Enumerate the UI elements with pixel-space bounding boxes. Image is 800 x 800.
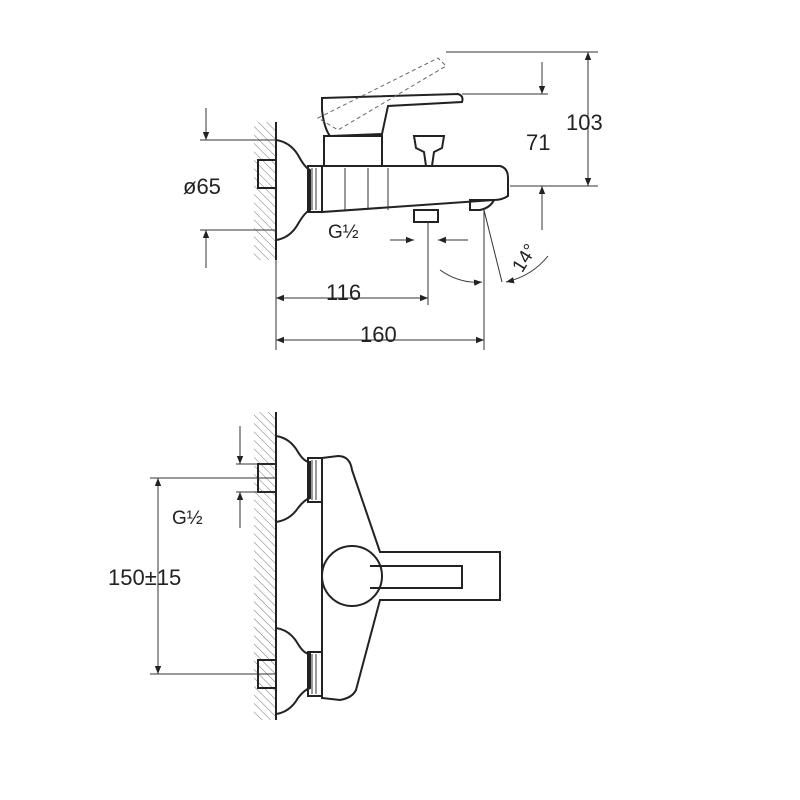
- front-rosette-bottom: [275, 626, 311, 716]
- side-mixer-body: [321, 165, 509, 214]
- label-front-thread: G½: [172, 508, 203, 529]
- front-spout: [370, 565, 463, 589]
- front-view: G½ 150±15: [108, 412, 501, 720]
- side-cartridge-column: [323, 135, 383, 167]
- side-spout-outlet: [469, 199, 496, 211]
- side-lever-handle: [321, 92, 464, 138]
- side-rosette: [275, 138, 311, 242]
- label-inlet-spacing: 150±15: [108, 565, 181, 590]
- label-height-spout: 71: [526, 130, 550, 155]
- label-overall-depth: 160: [360, 322, 397, 347]
- label-inlet-to-outlet: 116: [326, 280, 361, 305]
- front-mixer-body: [321, 454, 501, 702]
- front-lever-disk: [321, 545, 383, 607]
- side-diverter-knob: [412, 135, 446, 167]
- label-outer-diameter: ø65: [183, 174, 221, 199]
- side-inlet-stub: [257, 159, 277, 189]
- front-wall-hatch: [254, 412, 276, 720]
- label-side-thread: G½: [328, 222, 359, 243]
- front-rosette-top: [275, 434, 311, 524]
- label-height-total: 103: [566, 110, 603, 135]
- side-bottom-connector: [413, 209, 439, 223]
- side-wall-hatch: [254, 122, 276, 260]
- side-view: ø65 G½ 103 71 14° 116 160: [183, 51, 603, 350]
- label-spout-angle: 14°: [509, 241, 542, 276]
